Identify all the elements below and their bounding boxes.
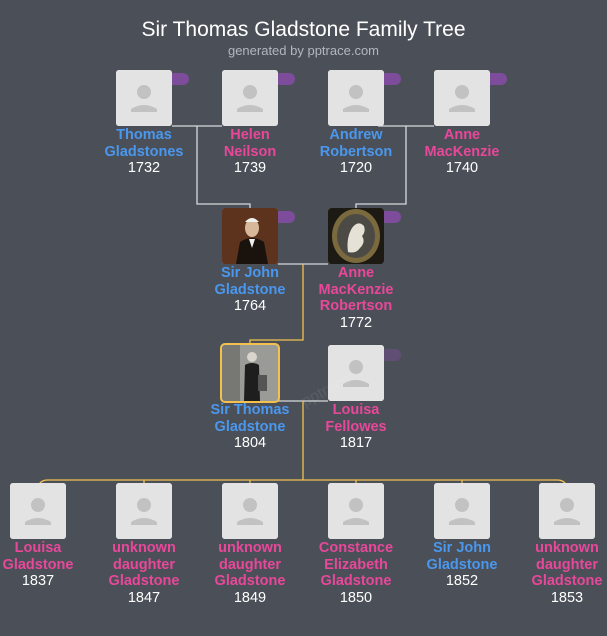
person-placeholder-icon[interactable] [434,70,490,126]
person-year: 1847 [127,589,161,606]
person-year: 1720 [339,160,373,176]
person-placeholder-icon[interactable] [116,70,172,126]
person-year: 1850 [339,589,373,606]
person-photo[interactable] [222,345,278,401]
person-year: 1804 [233,435,267,451]
person-year: 1740 [445,160,479,176]
mother-toggle[interactable] [379,349,401,361]
parent-line [249,264,304,345]
person-year: 1764 [233,298,267,314]
person-year: 1852 [445,573,479,589]
mother-toggle[interactable] [273,73,295,85]
person-placeholder-icon[interactable] [328,345,384,401]
person-year: 1837 [21,573,55,589]
parent-line [355,126,407,208]
mother-toggle[interactable] [485,73,507,85]
person-placeholder-icon[interactable] [328,483,384,539]
mother-toggle[interactable] [167,73,189,85]
page-subtitle: generated by pptrace.com [227,43,380,58]
mother-toggle[interactable] [273,211,295,223]
mother-toggle[interactable] [379,211,401,223]
person-year: 1772 [339,314,373,331]
person-placeholder-icon[interactable] [328,70,384,126]
person-photo[interactable] [222,208,278,264]
mother-toggle[interactable] [379,73,401,85]
person-placeholder-icon[interactable] [434,483,490,539]
person-placeholder-icon[interactable] [222,483,278,539]
person-year: 1817 [339,435,373,451]
page-title: Sir Thomas Gladstone Family Tree [141,18,466,41]
parent-line [196,126,251,208]
person-placeholder-icon[interactable] [116,483,172,539]
person-placeholder-icon[interactable] [222,70,278,126]
person-placeholder-icon[interactable] [539,483,595,539]
person-year: 1739 [233,160,267,176]
person-year: 1853 [550,589,584,606]
person-year: 1732 [127,160,161,176]
person-placeholder-icon[interactable] [10,483,66,539]
person-photo[interactable] [328,208,384,264]
person-year: 1849 [233,589,267,606]
